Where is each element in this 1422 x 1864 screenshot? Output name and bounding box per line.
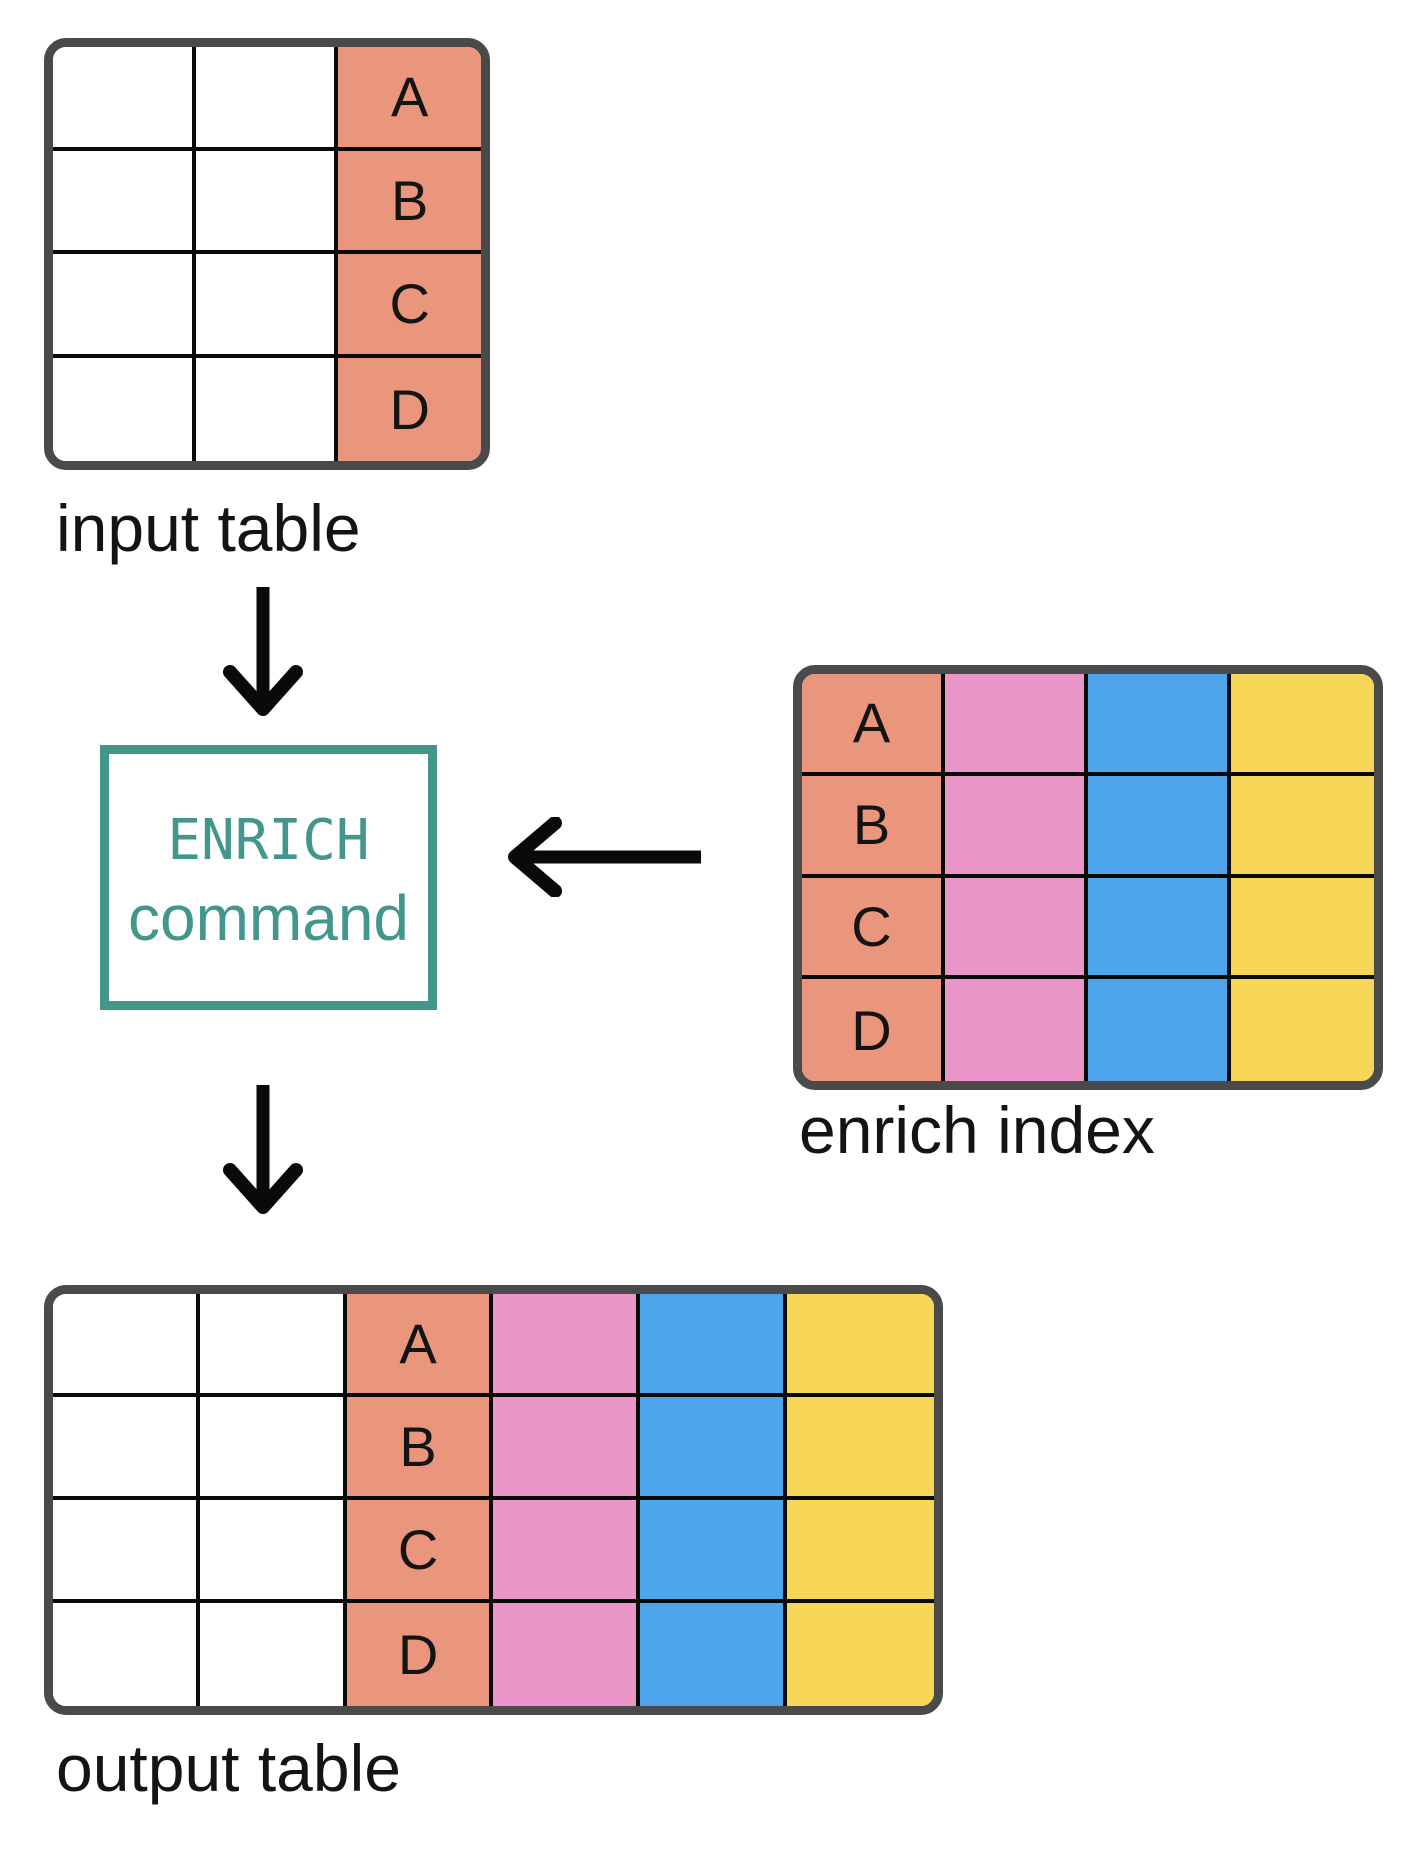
empty-cell [53,1294,200,1397]
empty-cell [53,1397,200,1500]
empty-cell [53,254,196,358]
key-cell: A [338,47,481,151]
empty-cell [195,357,339,461]
enrich-command-word: command [128,882,409,955]
key-cell: B [346,1397,494,1500]
empty-cell [199,1603,347,1706]
blue-value-cell [1088,877,1231,980]
pink-value-cell [493,1294,641,1397]
arrow-down-icon [223,1080,303,1220]
empty-cell [195,254,339,358]
output-table-label: output table [56,1731,401,1805]
pink-value-cell [945,979,1088,1081]
pink-value-cell [493,1397,641,1500]
empty-cell [199,1397,347,1500]
blue-value-cell [640,1294,788,1397]
yellow-value-cell [787,1397,934,1500]
pink-value-cell [493,1603,641,1706]
yellow-value-cell [787,1603,934,1706]
empty-cell [53,47,196,151]
blue-value-cell [640,1603,788,1706]
yellow-value-cell [1231,775,1374,878]
enrich-command-box: ENRICH command [100,745,437,1010]
empty-cell [53,150,196,254]
key-cell: A [346,1294,494,1397]
yellow-value-cell [1231,877,1374,980]
enrich-command-name: ENRICH [167,807,370,873]
input-table-label: input table [56,491,361,565]
blue-value-cell [640,1500,788,1603]
arrow-left-icon [505,817,705,897]
blue-value-cell [640,1397,788,1500]
empty-cell [199,1294,347,1397]
pink-value-cell [945,877,1088,980]
pink-value-cell [945,775,1088,878]
yellow-value-cell [787,1294,934,1397]
empty-cell [195,47,339,151]
arrow-down-icon [223,582,303,722]
yellow-value-cell [787,1500,934,1603]
empty-cell [195,150,339,254]
blue-value-cell [1088,979,1231,1081]
empty-cell [53,357,196,461]
key-cell: C [346,1500,494,1603]
key-cell: C [802,877,945,980]
key-cell: D [338,357,481,461]
empty-cell [53,1603,200,1706]
empty-cell [199,1500,347,1603]
key-cell: D [346,1603,494,1706]
empty-cell [53,1500,200,1603]
yellow-value-cell [1231,979,1374,1081]
key-cell: B [338,150,481,254]
key-cell: C [338,254,481,358]
yellow-value-cell [1231,674,1374,776]
key-cell: A [802,674,945,776]
key-cell: D [802,979,945,1081]
enrich-index-label: enrich index [799,1093,1155,1167]
key-cell: B [802,775,945,878]
blue-value-cell [1088,775,1231,878]
pink-value-cell [493,1500,641,1603]
blue-value-cell [1088,674,1231,776]
pink-value-cell [945,674,1088,776]
